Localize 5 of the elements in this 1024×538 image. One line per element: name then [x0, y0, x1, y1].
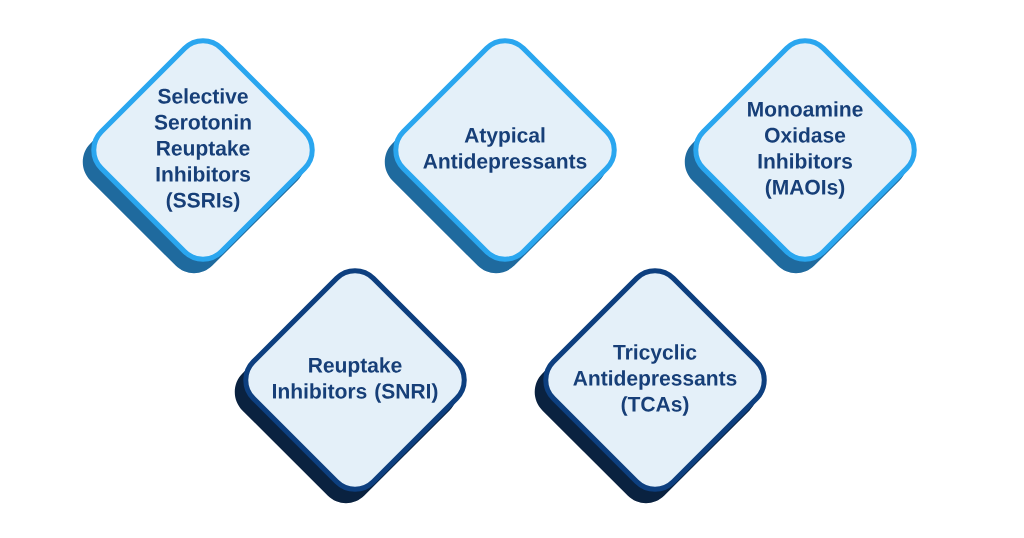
- diamond-box: Tricyclic Antidepressants (TCAs): [534, 268, 767, 504]
- diamond-box: Atypical Antidepressants: [384, 38, 617, 274]
- diamond-box: Reuptake Inhibitors (SNRI): [234, 268, 467, 504]
- diamond-box: Monoamine Oxidase Inhibitors (MAOIs): [684, 38, 917, 274]
- diamond-box: Selective Serotonin Reuptake Inhibitors (SSRIs): [82, 38, 315, 274]
